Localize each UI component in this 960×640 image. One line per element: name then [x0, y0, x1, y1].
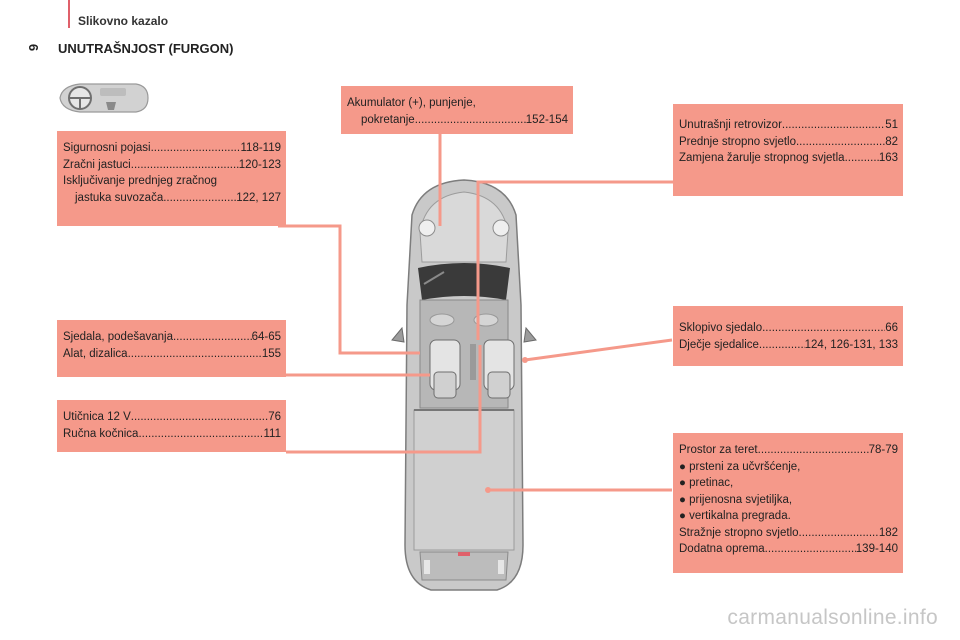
- entry-accessories: Dodatna oprema139-140: [679, 541, 898, 558]
- entry-cargo-space: Prostor za teret 78-79: [679, 442, 898, 459]
- callout-socket: Utičnica 12 V 76 Ručna kočnica 111: [57, 400, 286, 452]
- callout-cargo: Prostor za teret 78-79 ● prsteni za učvr…: [673, 433, 903, 573]
- callout-mirror: Unutrašnji retrovizor 51 Prednje stropno…: [673, 104, 903, 196]
- entry-portable-lamp: ● prijenosna svjetiljka,: [679, 493, 793, 506]
- entry-child-seats: Dječje sjedalice124, 126-131, 133: [679, 337, 898, 354]
- entry-airbag-deactivation: Isključivanje prednjeg zračnog: [63, 175, 218, 187]
- entry-front-courtesy-light: Prednje stropno svjetlo 82: [679, 134, 898, 151]
- dashboard-icon: [59, 83, 149, 113]
- entry-rear-courtesy-light: Stražnje stropno svjetlo 182: [679, 525, 898, 542]
- header-accent-bar: [68, 0, 70, 28]
- watermark: carmanualsonline.info: [727, 606, 938, 629]
- callout-battery: Akumulator (+), punjenje, pokretanje 152…: [341, 86, 573, 134]
- entry-vertical-partition: ● vertikalna pregrada.: [679, 510, 791, 522]
- entry-battery-charging: Akumulator (+), punjenje,: [347, 97, 476, 109]
- entry-parking-brake: Ručna kočnica 111: [63, 426, 281, 443]
- entry-seat-adjustment: Sjedala, podešavanja 64-65: [63, 329, 281, 346]
- entry-airbags: Zračni jastuci 120-123: [63, 157, 281, 174]
- entry-tie-down-rings: ● prsteni za učvršćenje,: [679, 460, 801, 473]
- header-section-label: Slikovno kazalo: [78, 14, 169, 28]
- callout-folding-seat: Sklopivo sjedalo66 Dječje sjedalice124, …: [673, 306, 903, 366]
- entry-tools-jack: Alat, dizalica 155: [63, 346, 281, 363]
- entry-12v-socket: Utičnica 12 V 76: [63, 409, 281, 426]
- entry-courtesy-bulb: Zamjena žarulje stropnog svjetla 163: [679, 150, 898, 167]
- connector-lines: [278, 134, 675, 492]
- callout-seats: Sjedala, podešavanja 64-65 Alat, dizalic…: [57, 320, 286, 377]
- page-title: UNUTRAŠNJOST (FURGON): [58, 41, 234, 56]
- entry-seat-belts: Sigurnosni pojasi 118-119: [63, 140, 281, 157]
- callout-safety: Sigurnosni pojasi 118-119 Zračni jastuci…: [57, 131, 286, 226]
- entry-folding-seat: Sklopivo sjedalo66: [679, 320, 898, 337]
- entry-interior-mirror: Unutrašnji retrovizor 51: [679, 117, 898, 134]
- entry-passenger-airbag: jastuka suvozača 122, 127: [63, 190, 281, 207]
- entry-storage: ● pretinac,: [679, 477, 734, 489]
- entry-starting: pokretanje 152-154: [347, 112, 568, 129]
